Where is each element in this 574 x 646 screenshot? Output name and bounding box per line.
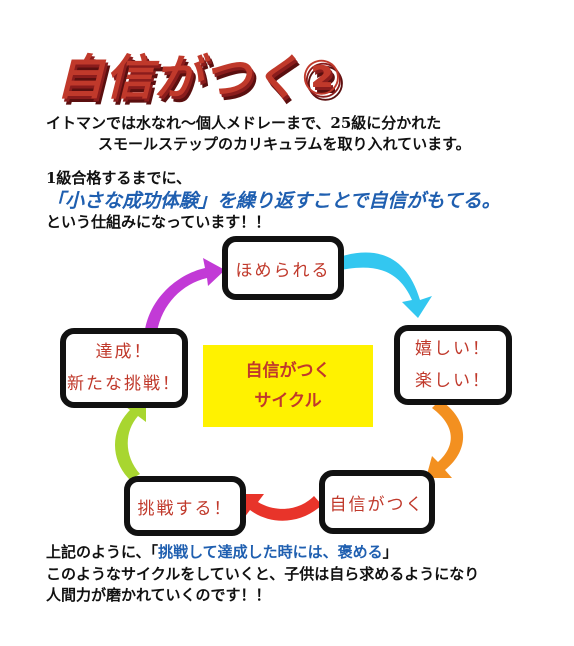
cycle-node-praised: ほめられる xyxy=(222,236,344,300)
cycle-node-achievement-line2: 新たな挑戦！ xyxy=(67,374,181,394)
outro-line-1-quote: 挑戦して達成した時には、褒める xyxy=(158,543,383,561)
outro-line-1-post: 」 xyxy=(382,543,398,561)
cycle-node-praised-text: ほめられる xyxy=(235,260,331,281)
cycle-center-line2: サイクル xyxy=(254,391,322,411)
goal-highlight: 「小さな成功体験」を繰り返すことで自信がもてる。 xyxy=(46,190,501,212)
arrow-orange xyxy=(426,400,464,478)
cycle-node-achievement-line1: 達成！ xyxy=(95,342,153,362)
cycle-node-confidence-text: 自信がつく xyxy=(329,494,425,515)
arrow-green xyxy=(115,398,146,480)
cycle-node-confidence: 自信がつく xyxy=(319,470,435,534)
arrow-cyan xyxy=(330,252,432,318)
outro-line-1: 上記のように、「挑戦して達成した時には、褒める」 xyxy=(46,541,398,562)
outro-line-1-pre: 上記のように、「 xyxy=(46,543,159,561)
outro-line-3: 人間力が磨かれていくのです！！ xyxy=(46,586,271,604)
arrow-red xyxy=(240,494,322,521)
cycle-node-challenge-text: 挑戦する！ xyxy=(137,498,233,519)
intro-line-2: スモールステップのカリキュラムを取り入れています。 xyxy=(98,135,471,153)
page-title: 自信がつく② xyxy=(56,50,343,106)
goal-line-1: 1級合格するまでに、 xyxy=(46,169,191,187)
cycle-node-achievement: 達成！ 新たな挑戦！ xyxy=(60,328,188,408)
cycle-node-happy-line2: 楽しい！ xyxy=(415,371,491,391)
outro-line-2: このようなサイクルをしていくと、子供は自ら求めるようになり xyxy=(46,565,480,583)
cycle-node-happy-line1: 嬉しい！ xyxy=(415,339,491,359)
intro-line-1: イトマンでは水なれ～個人メドレーまで、25級に分かれた xyxy=(46,114,442,132)
cycle-center-label: 自信がつく サイクル xyxy=(203,345,373,427)
cycle-center-line1: 自信がつく xyxy=(245,361,331,381)
arrow-purple xyxy=(145,258,225,332)
goal-line-3: という仕組みになっています！！ xyxy=(46,213,271,231)
cycle-node-challenge: 挑戦する！ xyxy=(124,476,246,536)
cycle-node-happy: 嬉しい！ 楽しい！ xyxy=(394,325,512,405)
